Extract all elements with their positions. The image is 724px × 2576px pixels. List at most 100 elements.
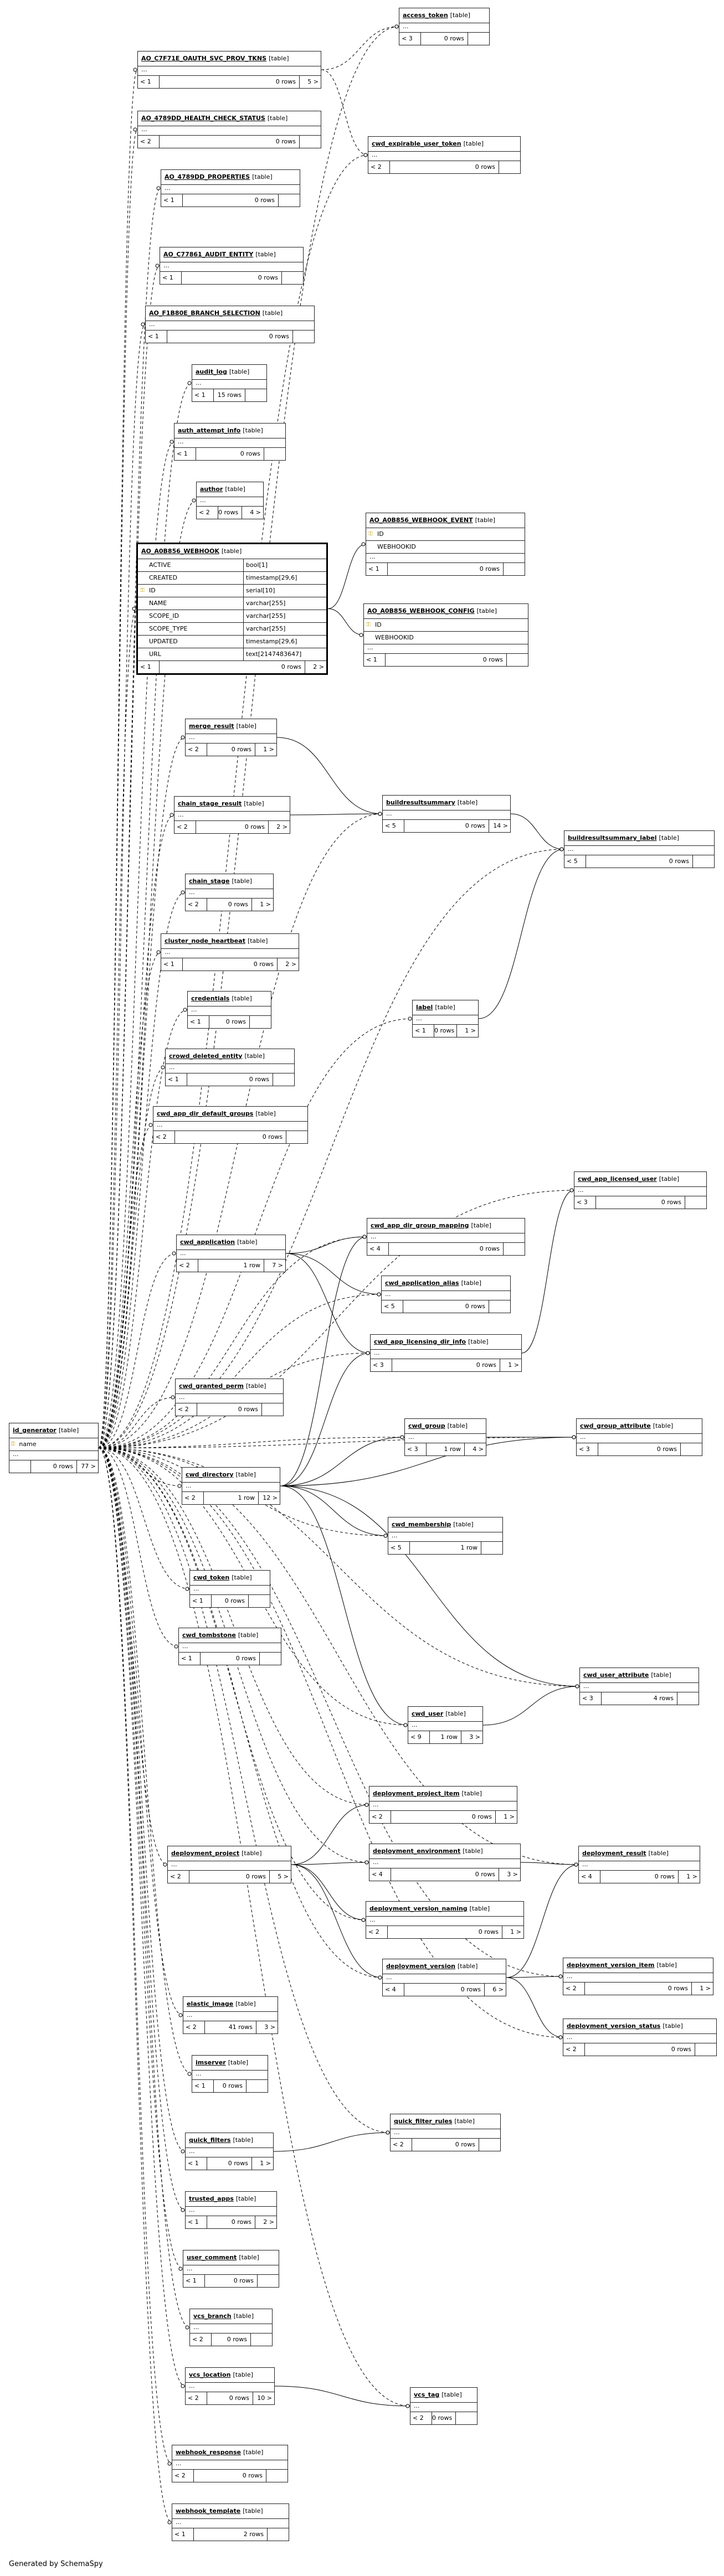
- table-name-link[interactable]: buildresultsummary_label: [568, 834, 657, 842]
- table-name-link[interactable]: webhook_response: [176, 2449, 241, 2456]
- table-name-link[interactable]: buildresultsummary: [386, 799, 455, 806]
- table-name-link[interactable]: user_comment: [187, 2254, 237, 2261]
- table-name-link[interactable]: cluster_node_heartbeat: [165, 937, 245, 944]
- table-name-link[interactable]: chain_stage_result: [178, 800, 242, 807]
- table-name-link[interactable]: cwd_app_dir_default_groups: [157, 1110, 254, 1117]
- table-name-link[interactable]: cwd_app_dir_group_mapping: [371, 1222, 469, 1229]
- table-name-link[interactable]: cwd_expirable_user_token: [372, 140, 461, 147]
- table-name-link[interactable]: deployment_version_naming: [369, 1905, 468, 1912]
- table-name-link[interactable]: deployment_project_item: [373, 1790, 460, 1797]
- table-name-link[interactable]: access_token: [403, 12, 448, 19]
- table-name-link[interactable]: id_generator: [13, 1427, 57, 1434]
- table-name-link[interactable]: author: [200, 486, 223, 493]
- table-name-link[interactable]: deployment_result: [582, 1850, 646, 1857]
- table-name-link[interactable]: chain_stage: [189, 877, 230, 885]
- table-name-link[interactable]: AO_A0B856_WEBHOOK_EVENT: [369, 517, 473, 524]
- table-name-link[interactable]: vcs_branch: [193, 2312, 232, 2320]
- table-name-link[interactable]: AO_A0B856_WEBHOOK_CONFIG: [367, 607, 475, 615]
- table-name-link[interactable]: elastic_image: [187, 2000, 234, 2007]
- table-name-link[interactable]: credentials: [191, 995, 230, 1002]
- table-name-link[interactable]: imserver: [196, 2059, 226, 2066]
- table-name-link[interactable]: deployment_environment: [373, 1847, 461, 1855]
- table-name-link[interactable]: vcs_location: [189, 2371, 231, 2378]
- table-name-link[interactable]: audit_log: [196, 368, 227, 375]
- table-name-link[interactable]: trusted_apps: [189, 2195, 234, 2202]
- table-name-link[interactable]: deployment_project: [171, 1850, 240, 1857]
- table-ao-c7f71e-oauth-svc-prov-tkns[interactable]: AO_C7F71E_OAUTH_SVC_PROV_TKNS[table]...<…: [137, 51, 321, 89]
- table-name-link[interactable]: deployment_version_item: [567, 1961, 655, 1969]
- table-name-link[interactable]: cwd_app_licensing_dir_info: [374, 1338, 466, 1345]
- table-name-link[interactable]: merge_result: [189, 722, 234, 730]
- table-name-link[interactable]: AO_F1B80E_BRANCH_SELECTION: [149, 309, 260, 317]
- table-name-link[interactable]: cwd_group: [408, 1422, 445, 1429]
- table-name-link[interactable]: quick_filters: [189, 2136, 231, 2144]
- table-name-link[interactable]: cwd_token: [193, 1574, 230, 1581]
- table-name-link[interactable]: deployment_version_status: [567, 2022, 661, 2030]
- table-name-link[interactable]: label: [416, 1004, 433, 1011]
- table-name-link[interactable]: AO_C7F71E_OAUTH_SVC_PROV_TKNS: [141, 55, 267, 62]
- table-name-link[interactable]: cwd_directory: [186, 1471, 234, 1478]
- table-name-link[interactable]: cwd_application_alias: [385, 1279, 459, 1287]
- table-name-link[interactable]: cwd_membership: [392, 1521, 451, 1528]
- table-name-link[interactable]: AO_A0B856_WEBHOOK: [141, 548, 219, 555]
- table-name-link[interactable]: deployment_version: [386, 1963, 455, 1970]
- table-name-link[interactable]: webhook_template: [176, 2507, 241, 2515]
- table-name-link[interactable]: cwd_user: [412, 1710, 444, 1717]
- table-name-link[interactable]: crowd_deleted_entity: [169, 1052, 243, 1060]
- table-name-link[interactable]: AO_4789DD_PROPERTIES: [165, 173, 250, 180]
- table-name-link[interactable]: auth_attempt_info: [178, 427, 241, 434]
- table-name-link[interactable]: AO_4789DD_HEALTH_CHECK_STATUS: [141, 115, 265, 122]
- table-name-link[interactable]: cwd_group_attribute: [580, 1422, 651, 1429]
- table-name-link[interactable]: cwd_app_licensed_user: [578, 1175, 657, 1183]
